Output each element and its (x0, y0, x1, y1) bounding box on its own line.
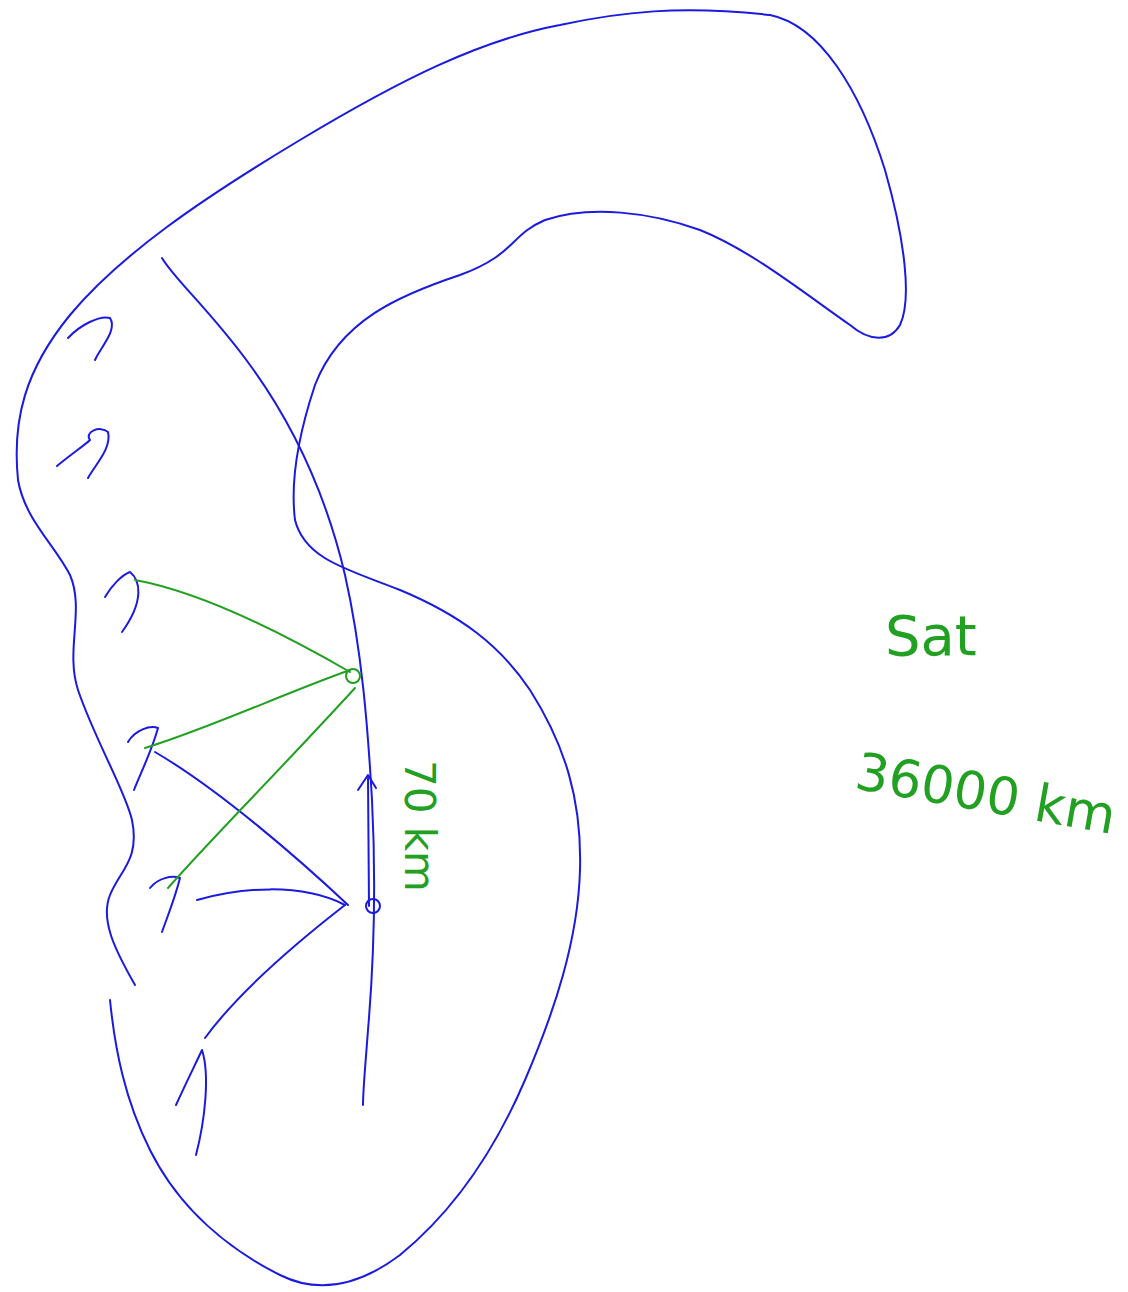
distance-label: 70 km (398, 760, 440, 892)
distance-arrow (368, 778, 369, 906)
arrow-head (358, 775, 376, 790)
signal-line (135, 580, 350, 672)
link-line (155, 752, 348, 905)
link-line (205, 905, 345, 1038)
antenna-symbol (105, 572, 138, 632)
antenna-symbol (176, 1050, 206, 1155)
antenna-symbol (150, 877, 180, 932)
satellite-label: Sat (885, 608, 977, 664)
region-outline (17, 10, 906, 1285)
signal-line (168, 688, 355, 888)
antenna-symbol (68, 317, 112, 360)
link-line (197, 889, 345, 905)
signal-line (145, 670, 350, 748)
target-point (346, 669, 360, 683)
boundary-line (162, 258, 374, 1105)
antenna-symbol (128, 727, 158, 790)
antenna-symbol (57, 429, 109, 478)
altitude-label: 36000 km (852, 745, 1120, 842)
